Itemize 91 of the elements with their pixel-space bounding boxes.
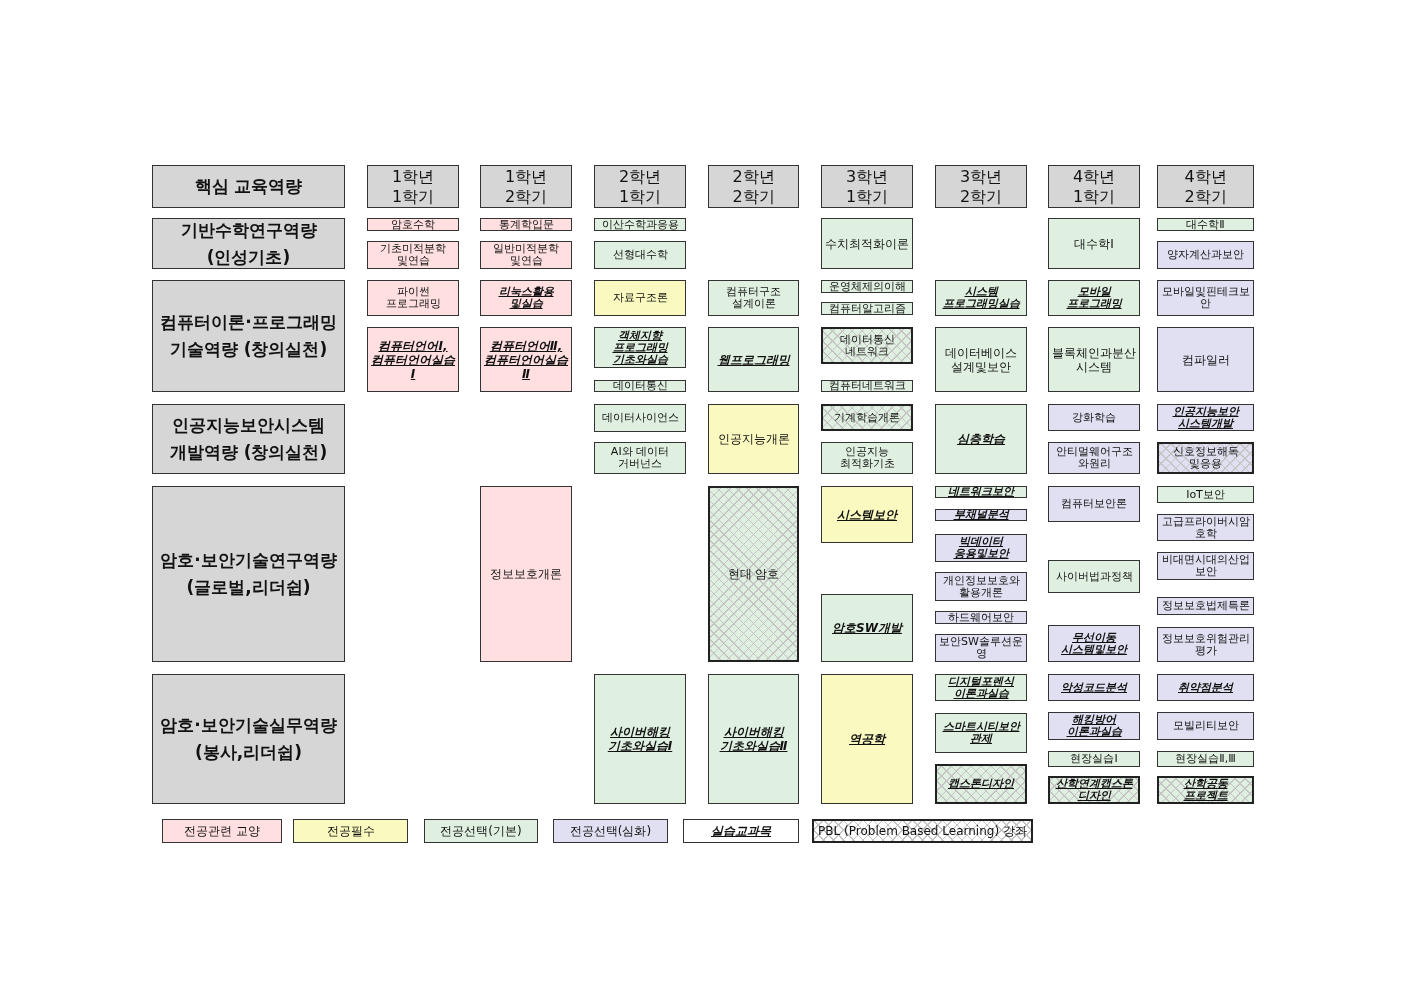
row-header: 인공지능보안시스템 개발역량 (창의실천) (152, 404, 345, 474)
course-box: 운영체제의이해 (821, 280, 913, 293)
row-header: 컴퓨터이론·프로그래밍 기술역량 (창의실천) (152, 280, 345, 392)
course-box: 보안SW솔루션운영 (935, 634, 1027, 662)
course-box: 암호SW개발 (821, 594, 913, 662)
course-box: 고급프라이버시암호학 (1157, 514, 1254, 541)
course-box: 컴퓨터언어Ⅱ, 컴퓨터언어실습Ⅱ (480, 327, 572, 392)
row-header: 기반수학연구역량 (인성기초) (152, 218, 345, 269)
course-box: 강화학습 (1048, 404, 1140, 431)
semester-header: 3학년 2학기 (935, 165, 1027, 208)
course-box: 안티멀웨어구조와원리 (1048, 442, 1140, 474)
course-box: 컴퓨터알고리즘 (821, 302, 913, 315)
course-box: 현대 암호 (708, 486, 799, 662)
course-box: 리눅스활용 및실습 (480, 280, 572, 316)
course-box: 디지털포렌식 이론과실습 (935, 674, 1027, 701)
legend-item: 실습교과목 (683, 819, 799, 843)
course-box: 컴퓨터네트워크 (821, 380, 913, 392)
course-box: 시스템 프로그래밍실습 (935, 280, 1027, 316)
course-box: 무선이동 시스템및보안 (1048, 625, 1140, 662)
course-box: 수치최적화이론 (821, 218, 913, 269)
semester-header: 2학년 1학기 (594, 165, 686, 208)
course-box: 사이버해킹 기초와실습Ⅰ (594, 674, 686, 804)
course-box: 부채널분석 (935, 509, 1027, 521)
course-box: 암호수학 (367, 218, 459, 231)
course-box: 데이터베이스 설계및보안 (935, 327, 1027, 392)
semester-header: 2학년 2학기 (708, 165, 799, 208)
header-cell: 핵심 교육역량 (152, 165, 345, 208)
legend-item: PBL (Problem Based Learning) 강좌 (812, 819, 1033, 843)
course-box: 산학연계캡스톤디자인 (1048, 776, 1140, 804)
course-box: 역공학 (821, 674, 913, 804)
course-box: 일반미적분학 및연습 (480, 241, 572, 269)
course-box: 웹프로그래밍 (708, 327, 799, 392)
course-box: 객체지향 프로그래밍 기초와실습 (594, 327, 686, 368)
semester-header: 4학년 1학기 (1048, 165, 1140, 208)
course-box: 컴파일러 (1157, 327, 1254, 392)
course-box: 인공지능개론 (708, 404, 799, 474)
course-box: 데이터통신 (594, 380, 686, 392)
course-box: 사이버법과정책 (1048, 560, 1140, 593)
course-box: 현장실습Ⅰ (1048, 751, 1140, 767)
course-box: 인공지능보안 시스템개발 (1157, 404, 1254, 431)
course-box: 모빌리티보안 (1157, 712, 1254, 740)
course-box: 산학공동 프로젝트 (1157, 776, 1254, 804)
course-box: 선형대수학 (594, 241, 686, 269)
course-box: 스마트시티보안관제 (935, 713, 1027, 753)
course-box: 정보보호개론 (480, 486, 572, 662)
course-box: 사이버해킹 기초와실습Ⅱ (708, 674, 799, 804)
semester-header: 1학년 1학기 (367, 165, 459, 208)
semester-header: 3학년 1학기 (821, 165, 913, 208)
course-box: 네트워크보안 (935, 486, 1027, 498)
course-box: 양자계산과보안 (1157, 241, 1254, 269)
course-box: 정보보호위험관리평가 (1157, 627, 1254, 662)
course-box: 모바일 프로그래밍 (1048, 280, 1140, 316)
course-box: 캡스톤디자인 (935, 764, 1027, 804)
semester-header: 4학년 2학기 (1157, 165, 1254, 208)
course-box: 기초미적분학 및연습 (367, 241, 459, 269)
course-box: 컴퓨터구조 설계이론 (708, 280, 799, 316)
course-box: 데이터통신 네트워크 (821, 327, 913, 364)
legend-item: 전공관련 교양 (162, 819, 282, 843)
course-box: 심층학습 (935, 404, 1027, 474)
row-header: 암호·보안기술연구역량 (글로벌,리더쉽) (152, 486, 345, 662)
legend-item: 전공선택(심화) (553, 819, 668, 843)
course-box: 컴퓨터보안론 (1048, 486, 1140, 522)
course-box: 개인정보보호와활용개론 (935, 572, 1027, 601)
course-box: AI와 데이터 거버넌스 (594, 442, 686, 474)
legend-item: 전공필수 (293, 819, 408, 843)
row-header: 암호·보안기술실무역량 (봉사,리더쉽) (152, 674, 345, 804)
course-box: 취약점분석 (1157, 674, 1254, 701)
legend-item: 전공선택(기본) (424, 819, 538, 843)
course-box: 이산수학과응용 (594, 218, 686, 231)
course-box: 현장실습Ⅱ,Ⅲ (1157, 751, 1254, 767)
semester-header: 1학년 2학기 (480, 165, 572, 208)
course-box: 신호정보해독 및응용 (1157, 442, 1254, 474)
course-box: 데이터사이언스 (594, 404, 686, 432)
course-box: 인공지능 최적화기초 (821, 442, 913, 474)
course-box: 기계학습개론 (821, 404, 913, 431)
course-box: 대수학Ⅱ (1157, 218, 1254, 231)
course-box: 대수학Ⅰ (1048, 218, 1140, 269)
course-box: 하드웨어보안 (935, 611, 1027, 624)
course-box: 컴퓨터언어Ⅰ, 컴퓨터언어실습Ⅰ (367, 327, 459, 392)
course-box: IoT보안 (1157, 486, 1254, 503)
course-box: 통계학입문 (480, 218, 572, 231)
course-box: 시스템보안 (821, 486, 913, 543)
course-box: 정보보호법제특론 (1157, 597, 1254, 615)
course-box: 블록체인과분산시스템 (1048, 327, 1140, 392)
course-box: 악성코드분석 (1048, 674, 1140, 701)
course-box: 빅데이터 응용및보안 (935, 534, 1027, 562)
course-box: 자료구조론 (594, 280, 686, 316)
course-box: 비대면시대의산업보안 (1157, 552, 1254, 580)
course-box: 해킹방어 이론과실습 (1048, 712, 1140, 740)
course-box: 모바일및핀테크보안 (1157, 280, 1254, 316)
course-box: 파이썬 프로그래밍 (367, 280, 459, 316)
